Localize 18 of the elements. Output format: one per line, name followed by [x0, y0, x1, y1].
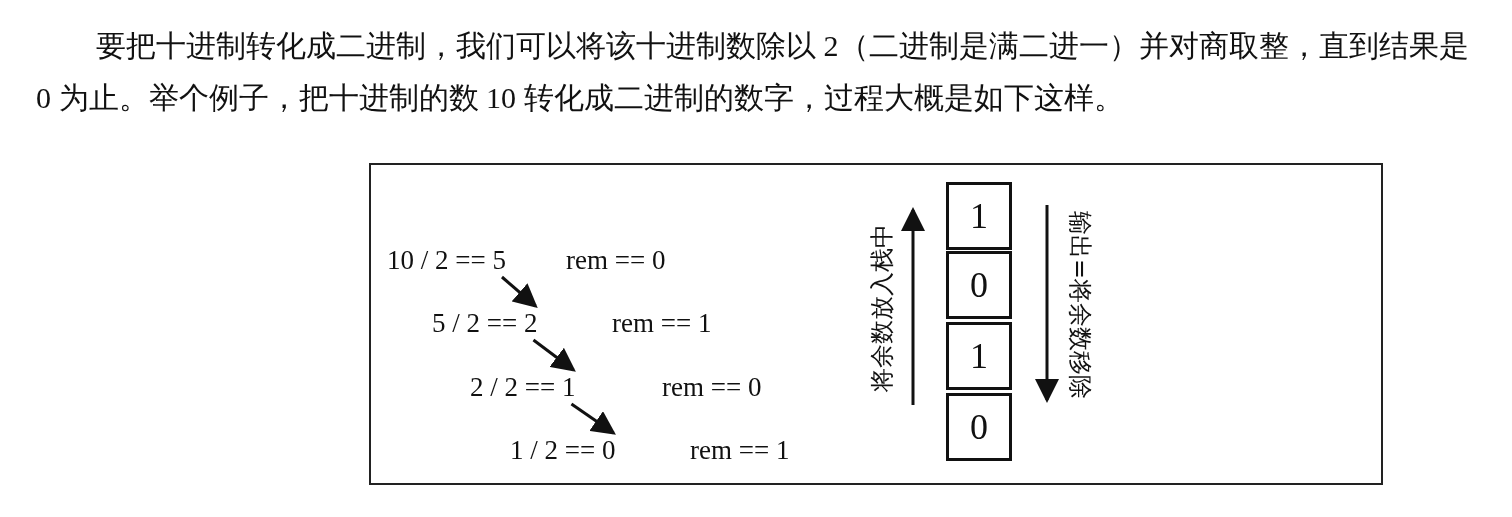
paragraph: 要把十进制转化成二进制，我们可以将该十进制数除以 2（二进制是满二进一）并对商取整，直到结果是 0 为止。举个例子，把十进制的数 10 转化成二进制的数字，过程大概是如下这样。 — [36, 28, 1470, 116]
vertical-caption: 输出=将余数移除 — [1066, 210, 1095, 400]
remainder-text: rem == 1 — [690, 435, 790, 465]
stack-cell: 1 — [946, 322, 1012, 390]
stack-cell: 1 — [946, 182, 1012, 250]
stack-cell: 0 — [946, 393, 1012, 461]
equation-text: 5 / 2 == 2 — [432, 308, 538, 338]
vertical-caption: 将余数放入栈中 — [868, 224, 896, 392]
remainder-text: rem == 0 — [662, 372, 762, 402]
equation-text: 1 / 2 == 0 — [510, 435, 616, 465]
arrow — [570, 402, 616, 435]
remainder-text: rem == 1 — [612, 308, 712, 338]
equation-text: 2 / 2 == 1 — [470, 372, 576, 402]
equation-text: 10 / 2 == 5 — [387, 245, 506, 275]
stack-cell: 0 — [946, 251, 1012, 319]
arrow — [501, 275, 538, 308]
remainder-text: rem == 0 — [566, 245, 666, 275]
arrow — [532, 338, 576, 372]
